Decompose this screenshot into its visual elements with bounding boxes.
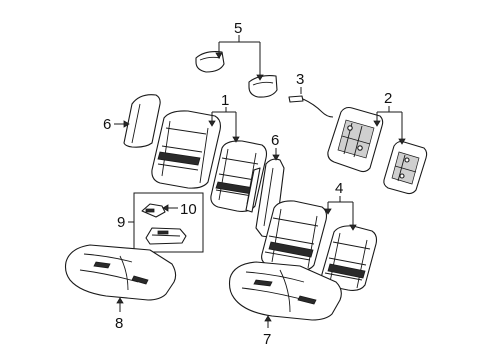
- callout-10: 10: [180, 201, 197, 218]
- callout-1-leader: [208, 107, 240, 143]
- callout-7: 7: [263, 331, 271, 348]
- seat-cushion-right[interactable]: [228, 261, 342, 321]
- seat-cushion-left[interactable]: [64, 244, 177, 301]
- control-module-part[interactable]: [141, 203, 166, 218]
- callout-8-leader: [116, 297, 124, 312]
- callout-6-right: 6: [271, 132, 279, 149]
- headrest-right[interactable]: [248, 75, 278, 98]
- callout-5-leader: [215, 35, 264, 81]
- callout-2: 2: [384, 90, 392, 107]
- callout-6-left-leader: [114, 120, 130, 128]
- callout-4: 4: [335, 180, 343, 197]
- side-bolster-left[interactable]: [123, 94, 161, 148]
- callout-8: 8: [115, 315, 123, 332]
- seatback-cover-right[interactable]: [321, 225, 378, 291]
- module-bracket-part[interactable]: [145, 227, 187, 245]
- seatback-frame-left[interactable]: [327, 106, 384, 173]
- callout-9: 9: [117, 214, 125, 231]
- callout-5: 5: [234, 20, 242, 37]
- seatback-cushion-left[interactable]: [151, 110, 221, 189]
- seat-clip-part[interactable]: [288, 95, 334, 118]
- callout-10-leader: [162, 204, 178, 212]
- callout-1: 1: [221, 92, 229, 109]
- seatback-frame-right[interactable]: [383, 140, 428, 195]
- callout-4-leader: [324, 196, 357, 231]
- seatback-cover-left[interactable]: [261, 200, 328, 271]
- callout-3: 3: [296, 71, 304, 88]
- callout-6-right-leader: [272, 148, 280, 161]
- callout-6-left: 6: [103, 116, 111, 133]
- headrest-left[interactable]: [195, 51, 225, 73]
- callout-7-leader: [264, 315, 272, 328]
- callout-2-leader: [373, 106, 406, 145]
